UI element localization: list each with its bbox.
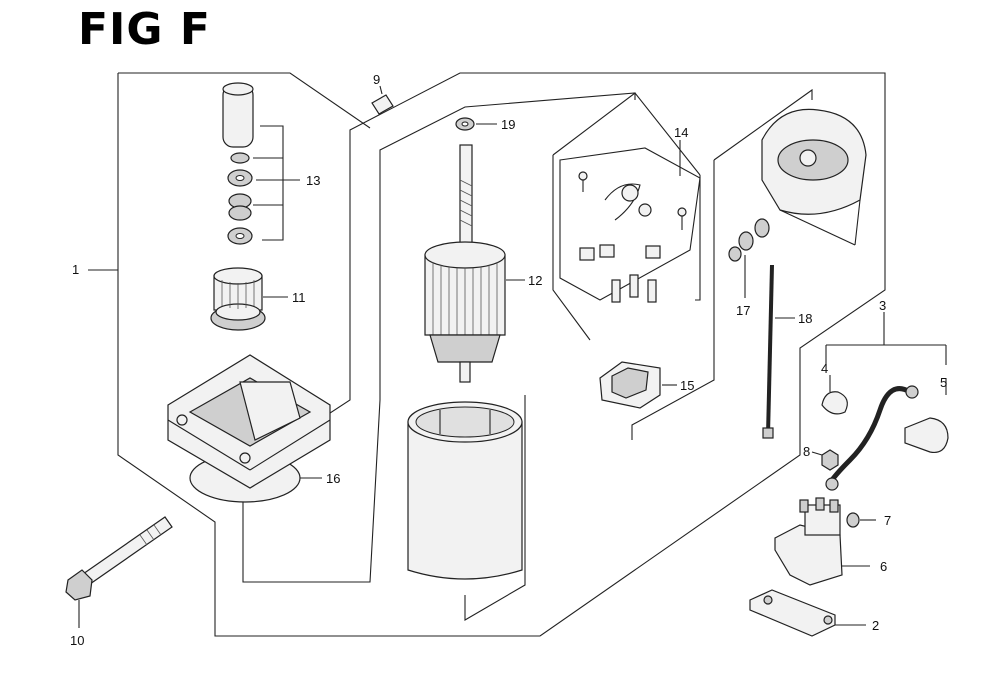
part-17-nuts-and-washers bbox=[728, 218, 770, 298]
part-13-sleeve-and-washers bbox=[222, 82, 300, 245]
figure-title: FIG F bbox=[78, 4, 211, 55]
part-4-terminal-boot bbox=[821, 391, 848, 415]
callout-10: 10 bbox=[70, 633, 84, 648]
callout-11: 11 bbox=[292, 290, 306, 305]
part-7-nut bbox=[846, 512, 876, 528]
part-6-solenoid bbox=[774, 497, 870, 586]
motor-yoke bbox=[407, 401, 523, 580]
part-11-pinion-gear bbox=[210, 267, 288, 331]
part-9-sleeve bbox=[371, 85, 394, 115]
part-10-through-bolt bbox=[65, 516, 173, 628]
callout-7: 7 bbox=[884, 513, 891, 528]
callout-15: 15 bbox=[680, 378, 694, 393]
part-14-brush-holder-parts bbox=[559, 140, 701, 303]
callout-4: 4 bbox=[821, 361, 828, 376]
leader-8 bbox=[811, 451, 823, 456]
part-12-armature bbox=[424, 144, 525, 383]
callout-9: 9 bbox=[373, 72, 380, 87]
part-18-through-stud bbox=[762, 264, 795, 439]
callout-6: 6 bbox=[880, 559, 887, 574]
callout-5: 5 bbox=[940, 375, 947, 390]
callout-13: 13 bbox=[306, 173, 320, 188]
callout-1: 1 bbox=[72, 262, 79, 277]
callout-16: 16 bbox=[326, 471, 340, 486]
part-16-front-bracket bbox=[167, 354, 331, 503]
callout-17: 17 bbox=[736, 303, 750, 318]
callout-8: 8 bbox=[803, 444, 810, 459]
part-2-bracket bbox=[749, 589, 866, 637]
part-15-brush-holder bbox=[599, 361, 677, 409]
callout-12: 12 bbox=[528, 273, 542, 288]
part-3-cable-assembly bbox=[825, 312, 947, 491]
callout-18: 18 bbox=[798, 311, 812, 326]
callout-2: 2 bbox=[872, 618, 879, 633]
part-8-nut bbox=[821, 449, 839, 471]
callout-19: 19 bbox=[501, 117, 515, 132]
assembly-boundary bbox=[117, 72, 886, 637]
callout-3: 3 bbox=[879, 298, 886, 313]
rear-cover bbox=[761, 108, 867, 246]
callout-labels: 1 2 3 4 5 6 7 8 9 10 11 12 13 14 15 16 1… bbox=[70, 72, 947, 648]
part-5-terminal-boot bbox=[904, 417, 949, 454]
part-19-washer bbox=[455, 117, 497, 131]
callout-14: 14 bbox=[674, 125, 688, 140]
